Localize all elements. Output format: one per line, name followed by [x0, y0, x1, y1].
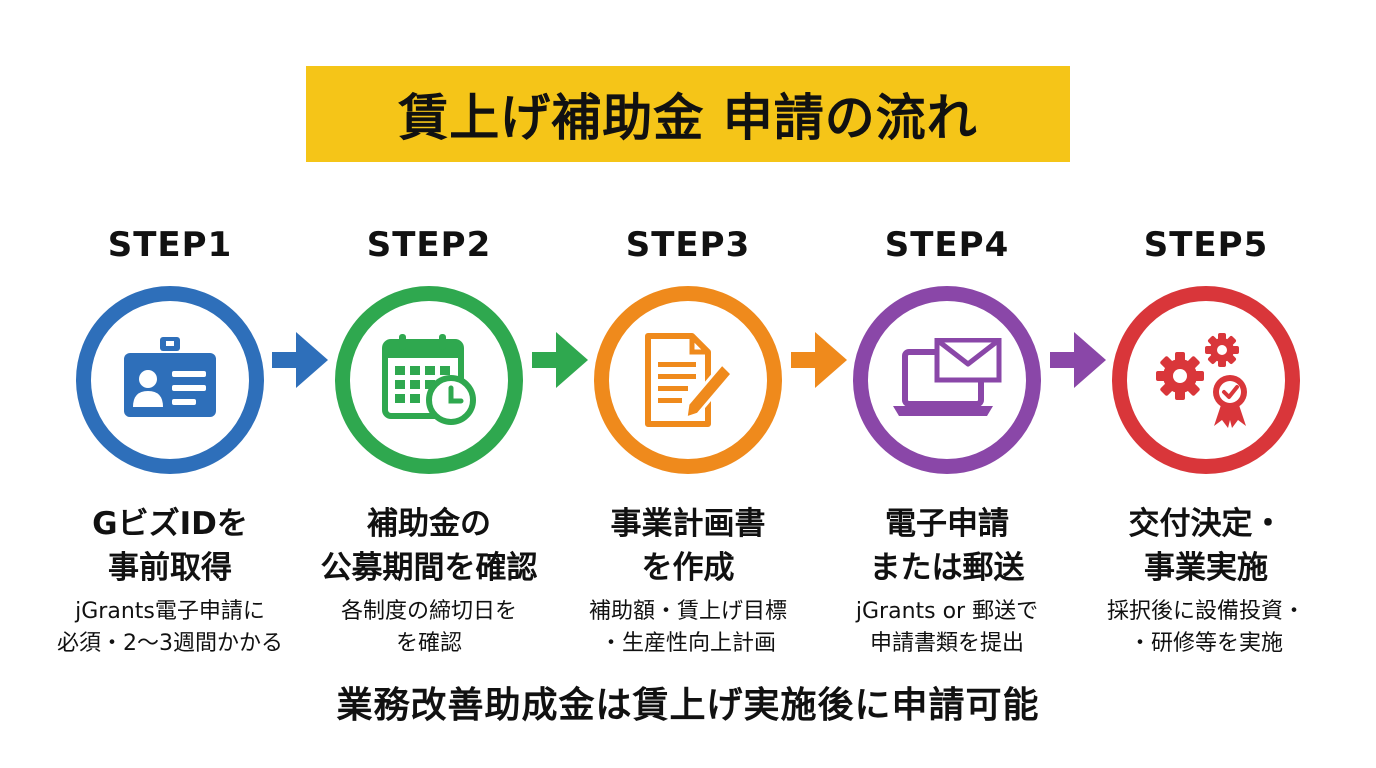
step-description: jGrants電子申請に 必須・2〜3週間かかる	[57, 599, 283, 656]
step-label: STEP4	[884, 225, 1010, 265]
step-4-circle	[853, 286, 1041, 474]
step-name: GビズIDを 事前取得	[92, 506, 248, 586]
step-3: STEP3 事業計画書 を作成 補助額・賃上げ目標 ・生産性向上計画	[558, 222, 818, 660]
calendar-clock-icon	[382, 334, 476, 425]
step-1: STEP1 GビズIDを 事前取得 jGrants電子申請に 必須・2〜3週間か…	[40, 222, 300, 660]
step-name: 電子申請 または郵送	[869, 506, 1025, 586]
step-description: 補助額・賃上げ目標 ・生産性向上計画	[588, 599, 787, 656]
step-label: STEP5	[1143, 225, 1269, 265]
step-label: STEP3	[625, 225, 751, 265]
page-title: 賃上げ補助金 申請の流れ	[398, 89, 978, 147]
step-label: STEP1	[107, 225, 233, 265]
step-2-circle	[335, 286, 523, 474]
step-3-circle	[594, 286, 782, 474]
step-name: 事業計画書 を作成	[610, 506, 766, 586]
document-pen-icon	[645, 333, 734, 427]
step-2: STEP2 補助金の 公募期間を確認 各制度の締切日を を確認	[299, 222, 559, 660]
step-label: STEP2	[366, 225, 492, 265]
title-banner: 賃上げ補助金 申請の流れ	[306, 66, 1070, 162]
id-card-icon	[124, 337, 216, 417]
laptop-mail-icon	[893, 338, 1002, 416]
arrow-right-icon	[272, 332, 328, 388]
step-description: 各制度の締切日を を確認	[340, 599, 517, 656]
step-5: STEP5	[1076, 222, 1336, 660]
arrow-right-icon	[791, 332, 847, 388]
gears-award-icon	[1156, 333, 1247, 428]
footer-note: 業務改善助成金は賃上げ実施後に申請可能	[336, 685, 1040, 726]
step-name: 補助金の 公募期間を確認	[320, 506, 538, 586]
step-4: STEP4 電子申請 または郵送 jGrants or 郵送で 申請書類を提出	[817, 222, 1077, 660]
step-description: jGrants or 郵送で 申請書類を提出	[855, 599, 1039, 656]
arrow-right-icon	[532, 332, 588, 388]
step-description: 採択後に設備投資・ ・研修等を実施	[1106, 599, 1305, 656]
step-5-circle	[1112, 286, 1300, 474]
step-1-circle	[76, 286, 264, 474]
step-name: 交付決定・ 事業実施	[1128, 506, 1284, 586]
arrow-right-icon	[1050, 332, 1106, 388]
